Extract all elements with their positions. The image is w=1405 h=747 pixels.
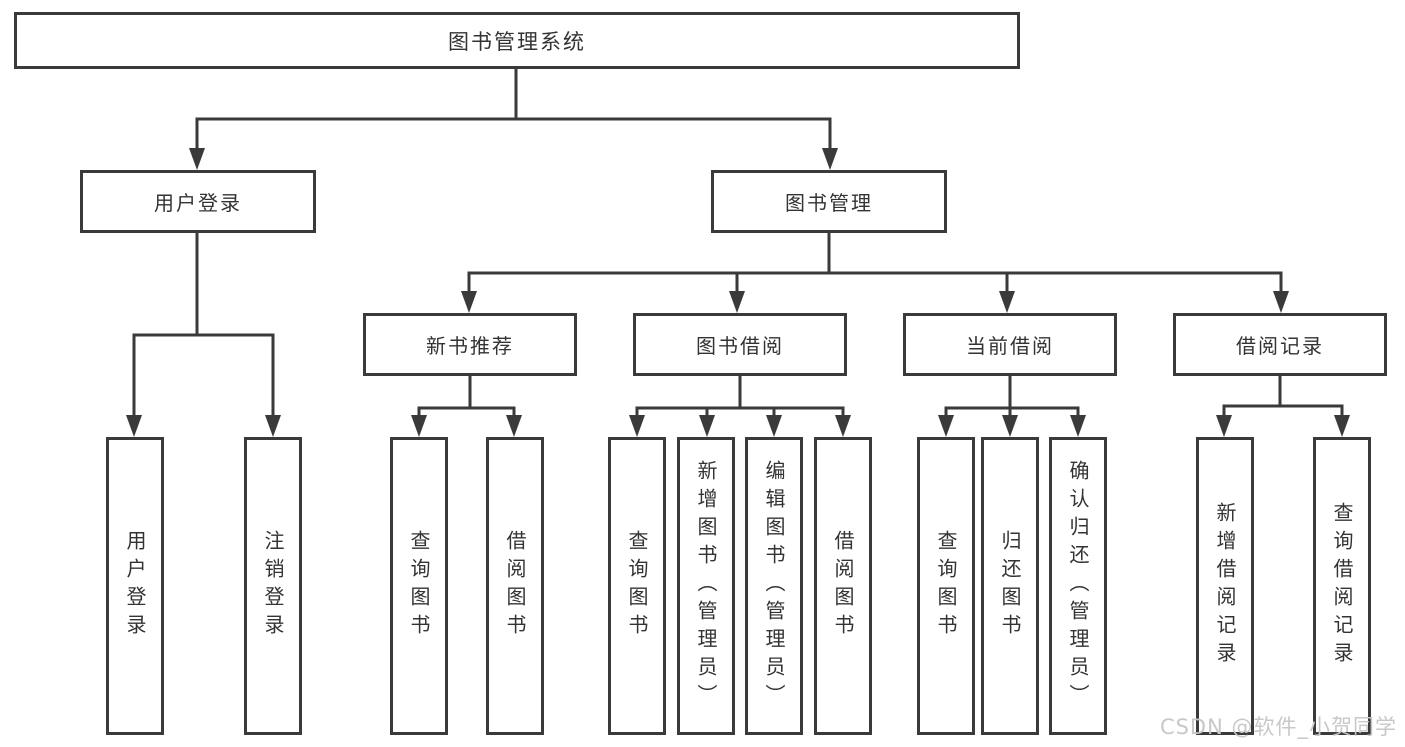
node-label: 借阅图书 [831,530,855,642]
node-label: 注销登录 [261,530,285,642]
node-label: 借阅记录 [1236,334,1324,358]
leaf-query-books-recommend: 查询图书 [390,437,448,735]
node-new-book-recommend: 新书推荐 [363,313,577,376]
node-book-borrowing: 图书借阅 [633,313,847,376]
leaf-borrow-books-borrowing: 借阅图书 [814,437,872,735]
leaf-query-books-borrowing: 查询图书 [608,437,666,735]
node-root: 图书管理系统 [14,12,1020,69]
node-label: 当前借阅 [966,334,1054,358]
node-label: 图书管理 [785,191,873,215]
node-label: 查询图书 [407,530,431,642]
leaf-query-books-current: 查询图书 [917,437,975,735]
node-label: 用户登录 [123,530,147,642]
leaf-user-login: 用户登录 [106,437,164,735]
leaf-return-books: 归还图书 [981,437,1039,735]
node-label: 新书推荐 [426,334,514,358]
node-label: 查询图书 [625,530,649,642]
leaf-confirm-return-admin: 确认归还（管理员） [1049,437,1107,735]
leaf-add-borrow-record: 新增借阅记录 [1196,437,1254,735]
node-label: 新增借阅记录 [1213,502,1237,670]
node-label: 编辑图书（管理员） [762,460,786,712]
node-label: 查询借阅记录 [1330,502,1354,670]
leaf-edit-books-admin: 编辑图书（管理员） [745,437,803,735]
leaf-borrow-books-recommend: 借阅图书 [486,437,544,735]
node-label: 图书借阅 [696,334,784,358]
node-book-management: 图书管理 [711,170,947,233]
leaf-logout: 注销登录 [244,437,302,735]
node-label: 查询图书 [934,530,958,642]
leaf-add-books-admin: 新增图书（管理员） [677,437,735,735]
node-label: 归还图书 [998,530,1022,642]
node-label: 用户登录 [154,191,242,215]
node-current-borrowing: 当前借阅 [903,313,1117,376]
node-label: 新增图书（管理员） [694,460,718,712]
leaf-query-borrow-record: 查询借阅记录 [1313,437,1371,735]
node-label: 借阅图书 [503,530,527,642]
node-borrowing-records: 借阅记录 [1173,313,1387,376]
node-user-login: 用户登录 [80,170,316,233]
node-label: 确认归还（管理员） [1066,460,1090,712]
node-label: 图书管理系统 [448,29,586,54]
